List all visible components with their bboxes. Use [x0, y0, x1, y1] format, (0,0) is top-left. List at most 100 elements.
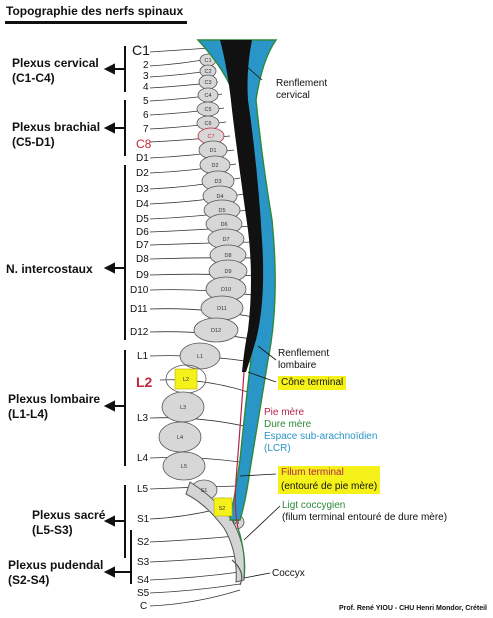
- nerve-root: [149, 289, 261, 297]
- nerve-root: [149, 571, 241, 581]
- level-c3: 3: [143, 71, 149, 82]
- nerve-root: [149, 555, 239, 563]
- vertebra-label-s3: S3: [233, 520, 240, 526]
- plexus-lombaire: Plexus lombaire(L1-L4): [8, 392, 101, 421]
- level-d11: D11: [130, 304, 148, 315]
- level-s1: S1: [137, 514, 150, 525]
- coccyx-bone: [231, 559, 243, 586]
- plexus-sacre: Plexus sacré(L5-S3): [32, 508, 106, 537]
- annotation-dure-mere: Dure mère: [264, 419, 312, 430]
- vertebra-label-l1: L1: [197, 354, 203, 360]
- level-c5: 5: [143, 96, 149, 107]
- plexus-intercostaux: N. intercostaux: [6, 262, 93, 276]
- vertebra-label-d1: D1: [209, 148, 216, 154]
- vertebra-label-l3: L3: [180, 405, 186, 411]
- plexus-cervical: Plexus cervical(C1-C4): [12, 56, 99, 85]
- vertebra-label-d4: D4: [216, 194, 223, 200]
- nerve-root: [149, 273, 261, 277]
- plexus-brackets: [124, 46, 132, 584]
- vertebra-label-d10: D10: [221, 287, 231, 293]
- vertebra-label-c6: C6: [204, 121, 211, 127]
- level-d10: D10: [130, 285, 149, 296]
- plexus-pudendal: Plexus pudendal(S2-S4): [8, 558, 104, 587]
- level-c6: 6: [143, 110, 149, 121]
- vertebra-body-l5: [162, 451, 206, 481]
- title-underline: [5, 21, 187, 24]
- nerve-root: [149, 535, 237, 543]
- level-c2: 2: [143, 60, 149, 71]
- annotation-ligt-coccygien: Ligt coccygien (filum terminal entouré d…: [282, 500, 448, 523]
- level-d7: D7: [136, 240, 149, 251]
- annotation-pie-mere: Pie mère: [264, 407, 305, 418]
- level-s5: S5: [137, 588, 150, 599]
- vertebra-label-c1: C1: [204, 58, 211, 64]
- vertebra-label-c4: C4: [204, 93, 211, 99]
- nerve-root: [149, 583, 241, 594]
- nerve-root: [149, 47, 211, 53]
- vertebra-body-d12: [193, 317, 239, 343]
- level-c1: C1: [132, 42, 150, 58]
- level-d1: D1: [136, 153, 149, 164]
- vertebra-label-d11: D11: [217, 306, 227, 312]
- level-l1: L1: [137, 351, 149, 362]
- leader-lines: [239, 65, 281, 579]
- level-l3: L3: [137, 413, 149, 424]
- vertebra-label-d5: D5: [218, 208, 225, 214]
- vertebra-labels: C1C2C3C4C5C6C7D1D2D3D4D5D6D7D8D9D10D11D1…: [177, 58, 239, 526]
- vertebra-label-d9: D9: [224, 269, 231, 275]
- vertebra-label-l2: L2: [183, 377, 189, 383]
- annotation-filum-terminal: Filum terminal (entouré de pie mère): [278, 466, 381, 494]
- vertebral-bodies: [158, 53, 248, 530]
- vertebra-label-l4: L4: [177, 435, 183, 441]
- nerve-root: [149, 257, 259, 260]
- annotation-cone-terminal: Cône terminal: [278, 376, 347, 390]
- vertebra-label-s1: S1: [201, 488, 208, 494]
- l2-highlight: [174, 368, 198, 390]
- vertebra-label-c2: C2: [204, 69, 211, 75]
- level-d5: D5: [136, 214, 149, 225]
- vertebra-label-d8: D8: [224, 253, 231, 259]
- filum-terminal: [234, 371, 245, 529]
- vertebra-label-l5: L5: [181, 464, 187, 470]
- vertebra-label-d6: D6: [220, 222, 227, 228]
- spinal-cord: [220, 40, 264, 372]
- level-d4: D4: [136, 199, 149, 210]
- page-title: Topographie des nerfs spinaux: [6, 4, 184, 18]
- level-l4: L4: [137, 453, 149, 464]
- coccygeal-ligament: [237, 527, 245, 579]
- annotation-lcr: (LCR): [264, 443, 291, 454]
- level-c8: C8: [136, 137, 152, 151]
- footer-credit: Prof. René YIOU - CHU Henri Mondor, Crét…: [338, 605, 487, 612]
- level-coccygeal: C: [140, 601, 148, 612]
- level-d3: D3: [136, 184, 149, 195]
- level-l5: L5: [137, 484, 149, 495]
- level-c7: 7: [143, 124, 149, 135]
- level-s4: S4: [137, 575, 150, 586]
- vertebra-label-d7: D7: [222, 237, 229, 243]
- s2-highlight: [213, 497, 233, 517]
- vertebra-label-c7: C7: [207, 134, 214, 140]
- plexus-arrows: [103, 63, 131, 578]
- vertebra-label-d12: D12: [211, 328, 221, 334]
- level-c4: 4: [143, 82, 149, 93]
- level-d2: D2: [136, 168, 149, 179]
- vertebra-label-c5: C5: [204, 107, 211, 113]
- level-d8: D8: [136, 254, 149, 265]
- level-d9: D9: [136, 270, 149, 281]
- annotation-coccyx: Coccyx: [272, 568, 305, 579]
- vertebra-label-d2: D2: [211, 163, 218, 169]
- nerve-root: [149, 241, 257, 246]
- nerve-root: [159, 379, 249, 393]
- nerve-root: [149, 589, 241, 607]
- nerve-root: [149, 417, 245, 427]
- vertebra-label-s2: S2: [219, 506, 226, 512]
- annotation-espace-sub-arachnoidien: Espace sub-arachnoïdien: [264, 431, 378, 442]
- level-d12: D12: [130, 327, 149, 338]
- level-l2: L2: [136, 374, 153, 390]
- level-d6: D6: [136, 227, 149, 238]
- plexus-brachial: Plexus brachial(C5-D1): [12, 120, 101, 149]
- level-s3: S3: [137, 557, 150, 568]
